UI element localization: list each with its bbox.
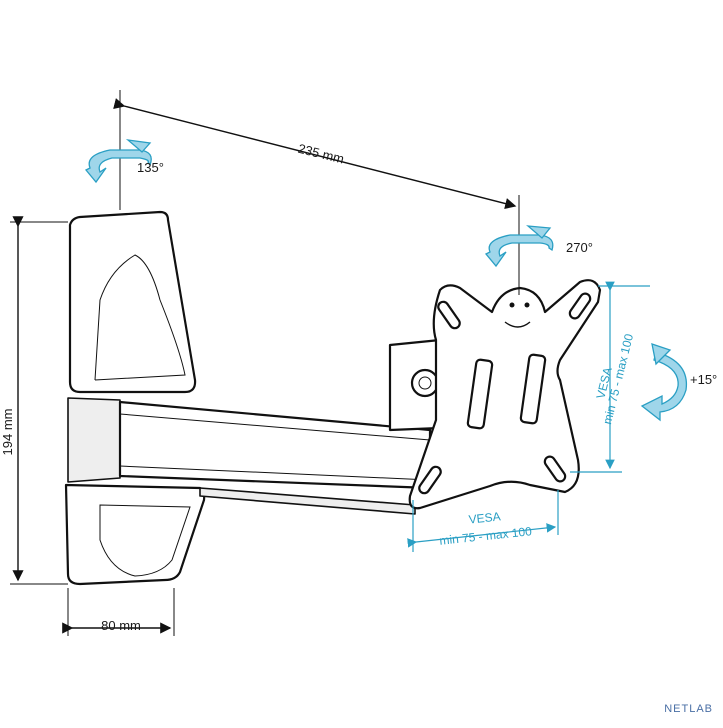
wall-swivel-label: 135°	[137, 160, 164, 175]
arm-swivel-label: 270°	[566, 240, 593, 255]
wall-plate	[64, 210, 206, 586]
height-dimension: 194 mm	[0, 216, 68, 585]
arm-length-dimension: 235 mm	[113, 90, 520, 295]
tilt-label: +15°	[690, 372, 717, 387]
vesa-horizontal-label: VESA	[468, 509, 501, 526]
vesa-plate	[408, 279, 602, 510]
height-label: 194 mm	[0, 409, 15, 456]
depth-dimension: 80 mm	[62, 588, 175, 636]
tilt-arrow-icon	[640, 343, 688, 422]
arm-swivel-arrow-icon	[484, 225, 554, 268]
netlab-watermark: NETLAB	[664, 703, 713, 715]
vesa-horizontal-range: min 75 - max 100	[439, 524, 533, 548]
depth-label: 80 mm	[101, 618, 141, 633]
wall-swivel-arrow-icon	[84, 139, 152, 184]
arm-length-label: 235 mm	[296, 141, 345, 167]
